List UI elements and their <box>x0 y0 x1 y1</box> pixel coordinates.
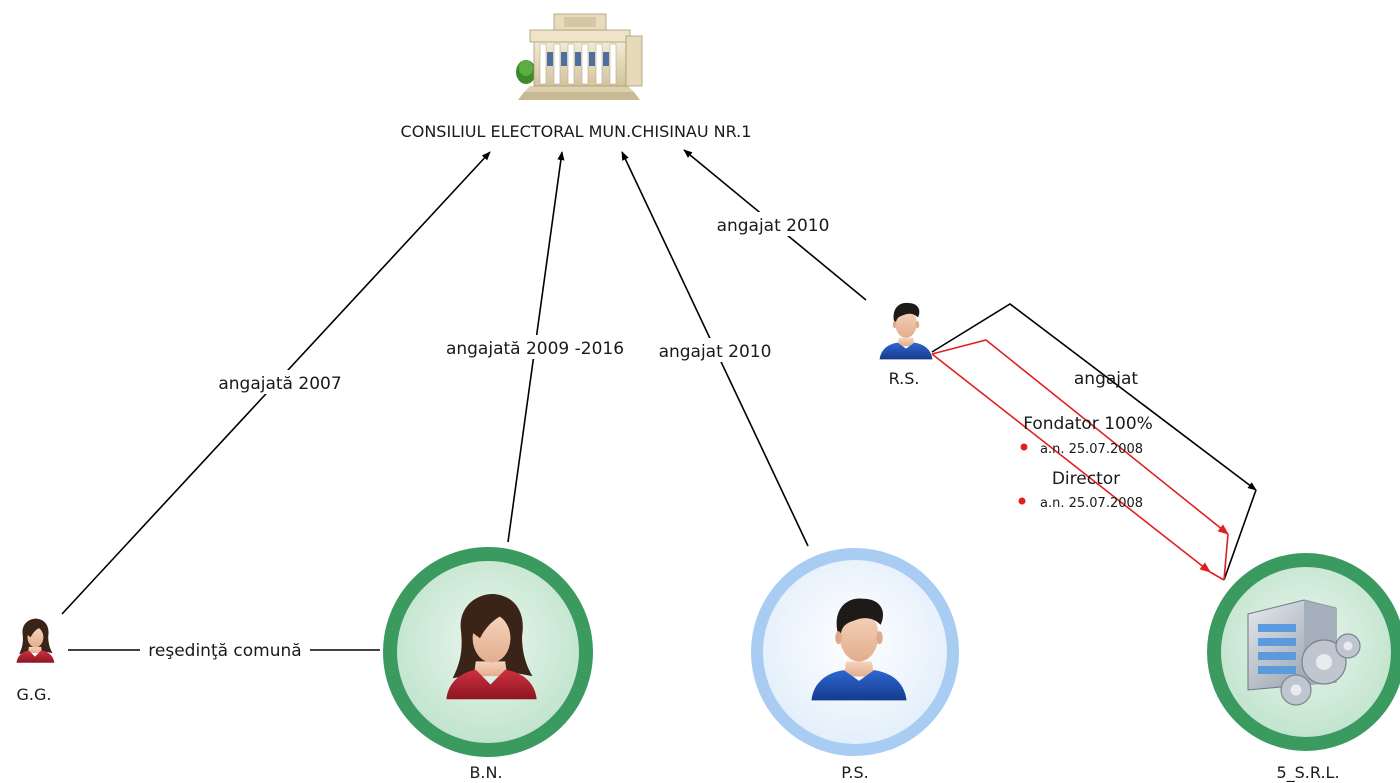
node-srl[interactable]: 5_S.R.L. <box>1207 553 1400 783</box>
edge-label-bn-council: angajată 2009 -2016 <box>446 339 624 359</box>
edge-label-ps-council: angajat 2010 <box>659 342 772 362</box>
edge-rs-srl-director[interactable] <box>931 353 1211 573</box>
node-label-rs: R.S. <box>889 369 920 388</box>
edge-note-founder: a.n. 25.07.2008 <box>1040 442 1143 457</box>
edge-note-director: a.n. 25.07.2008 <box>1040 496 1143 511</box>
node-ps[interactable]: P.S. <box>751 548 959 782</box>
node-rs[interactable]: R.S. <box>879 302 933 388</box>
man-avatar-icon <box>879 302 933 360</box>
company-building-gears-icon <box>1247 599 1361 706</box>
edge-label-rs-srl: angajat <box>1074 369 1139 389</box>
edge-label-gg-council: angajată 2007 <box>218 374 341 394</box>
node-gg[interactable]: G.G. <box>16 618 55 704</box>
node-bn[interactable]: B.N. <box>383 547 593 782</box>
founder-note-dot <box>1020 443 1028 451</box>
edge-labels: angajată 2007 angajată 2009 -2016 angaja… <box>140 212 1153 661</box>
woman-avatar-icon <box>16 618 55 663</box>
edges <box>61 149 1257 651</box>
government-building-icon <box>516 13 643 100</box>
edge-label-director: Director <box>1052 469 1120 489</box>
edge-label-founder: Fondator 100% <box>1023 414 1153 434</box>
edge-rs-srl-founder[interactable] <box>931 339 1229 535</box>
edge-rs-srl-director-tail <box>1209 571 1225 581</box>
node-label-gg: G.G. <box>17 685 52 704</box>
director-note-dot <box>1018 497 1026 505</box>
node-council[interactable]: CONSILIUL ELECTORAL MUN.CHISINAU NR.1 <box>401 13 752 141</box>
edge-label-rs-council: angajat 2010 <box>717 216 830 236</box>
edge-rs-srl-founder-tail <box>1223 533 1229 581</box>
edge-rs-srl[interactable] <box>931 303 1257 491</box>
edge-label-gg-bn: reşedinţă comună <box>148 641 301 661</box>
node-label-srl: 5_S.R.L. <box>1276 763 1339 783</box>
node-label-council: CONSILIUL ELECTORAL MUN.CHISINAU NR.1 <box>401 122 752 141</box>
node-label-ps: P.S. <box>841 763 868 782</box>
edge-rs-srl-tail <box>1223 489 1257 581</box>
node-label-bn: B.N. <box>469 763 502 782</box>
